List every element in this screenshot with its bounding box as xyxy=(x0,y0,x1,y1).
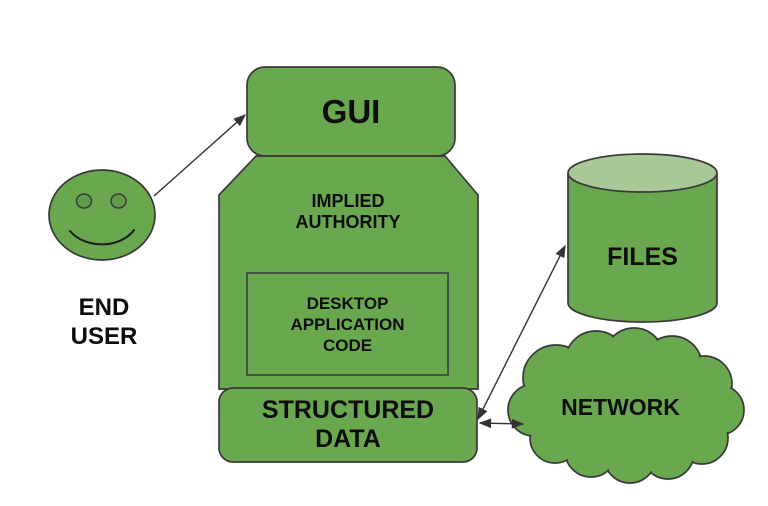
desktop-code-box xyxy=(246,272,449,376)
network-cloud xyxy=(507,327,745,484)
structured-data-box xyxy=(218,387,478,463)
smile-mouth xyxy=(69,229,135,246)
desktop-application-code-label: DESKTOP APPLICATION CODE xyxy=(290,293,405,355)
right-eye xyxy=(110,193,127,209)
gui-box xyxy=(246,66,456,157)
arrow-user-to-gui xyxy=(153,114,247,197)
cloud-fill xyxy=(509,329,743,482)
arrow-data-to-files xyxy=(477,244,566,421)
end-user-label: END USER xyxy=(70,294,138,350)
files-cylinder xyxy=(567,153,718,323)
implied-authority-label: IMPLIED AUTHORITY xyxy=(295,191,401,232)
face-ellipse xyxy=(48,169,156,261)
cylinder-top xyxy=(567,153,718,193)
end-user-face xyxy=(48,169,156,261)
arrow-data-to-network xyxy=(478,418,525,429)
structured-data-label: STRUCTURED DATA xyxy=(261,396,435,453)
cylinder-body xyxy=(567,173,718,323)
files-label: FILES xyxy=(607,242,678,271)
network-label: NETWORK xyxy=(561,393,680,420)
gui-label: GUI xyxy=(321,92,381,130)
left-eye xyxy=(75,193,93,209)
